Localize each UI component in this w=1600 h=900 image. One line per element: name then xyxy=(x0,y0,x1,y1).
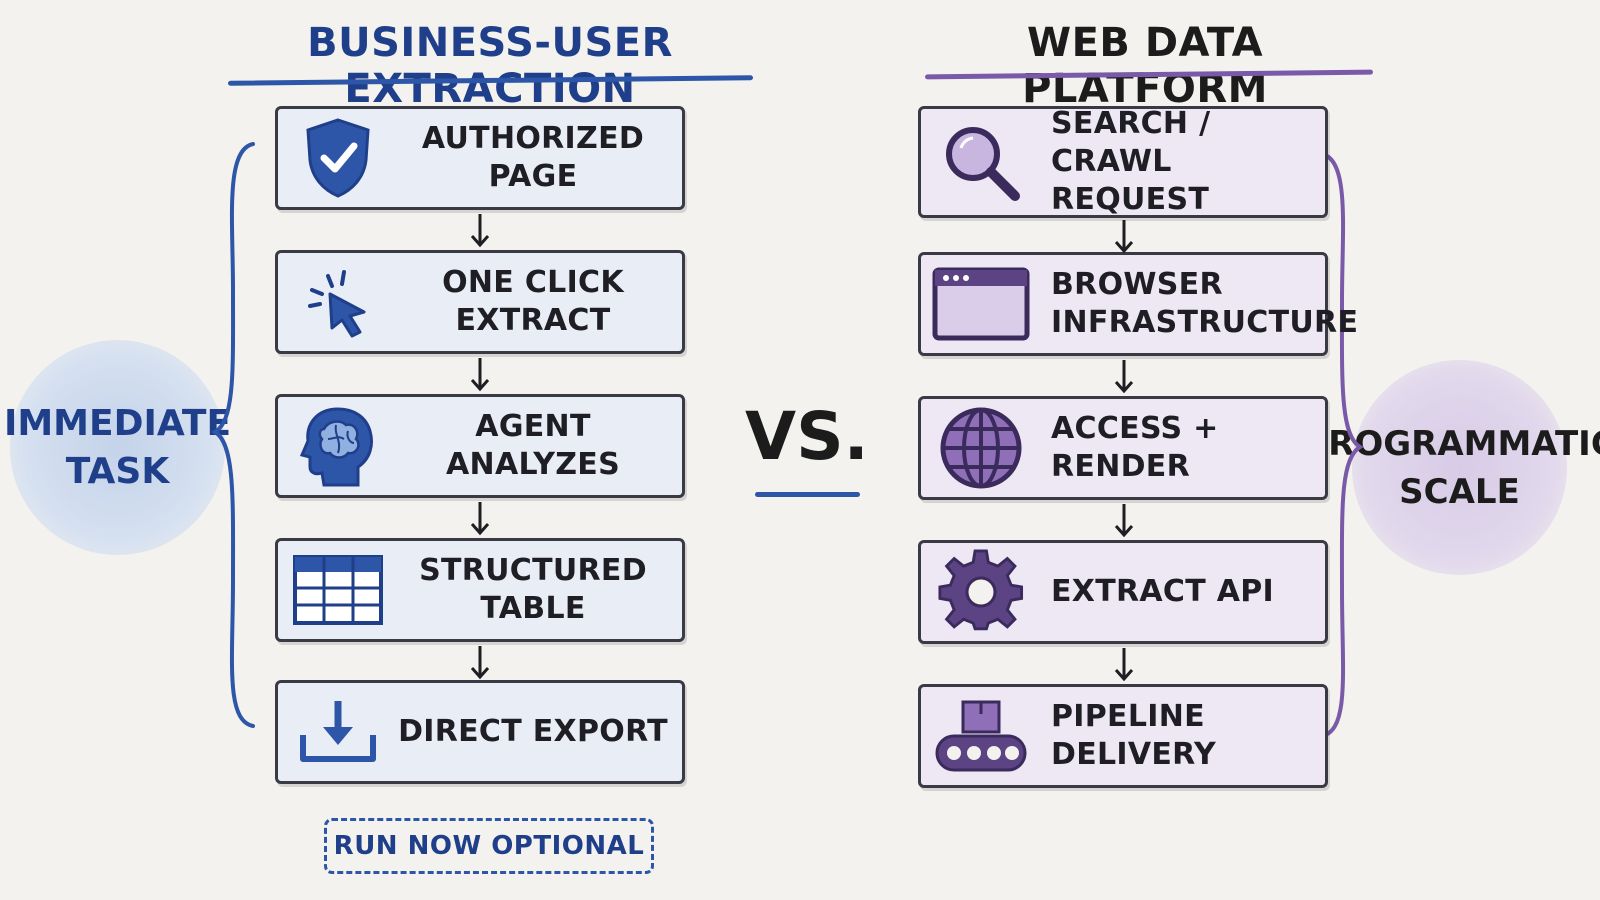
left-title: BUSINESS-USER EXTRACTION xyxy=(307,20,673,112)
flow-arrow xyxy=(1114,220,1134,254)
side-label-line: SCALE xyxy=(1399,471,1520,512)
immediate-task-label: IMMEDIATE TASK xyxy=(4,340,231,555)
flow-arrow xyxy=(1114,648,1134,682)
right-title: WEB DATA PLATFORM xyxy=(1022,20,1268,112)
label-line: ACCESS + xyxy=(1051,411,1219,446)
step-direct-export: DIRECT EXPORT xyxy=(275,680,685,784)
versus-underline xyxy=(755,492,860,497)
conveyor-icon xyxy=(921,687,1041,785)
flow-arrow xyxy=(470,502,490,536)
step-one-click-extract: ONE CLICK EXTRACT xyxy=(275,250,685,354)
label-line: CRAWL REQUEST xyxy=(1051,144,1210,217)
head-brain-icon xyxy=(278,397,398,495)
table-icon xyxy=(278,541,398,639)
right-brace xyxy=(1320,152,1364,738)
left-brace xyxy=(211,142,255,728)
label-line: DELIVERY xyxy=(1051,737,1216,772)
flow-arrow xyxy=(1114,360,1134,394)
step-label: AGENT ANALYZES xyxy=(446,409,620,482)
step-search-crawl: SEARCH /CRAWL REQUEST xyxy=(918,106,1328,218)
side-label-line: IMMEDIATE xyxy=(3,402,232,444)
label-line: PIPELINE xyxy=(1051,699,1205,734)
step-extract-api: EXTRACT API xyxy=(918,540,1328,644)
label-line: INFRASTRUCTURE xyxy=(1051,305,1359,340)
versus-label: VS. xyxy=(745,398,869,475)
step-label: EXTRACT API xyxy=(1041,573,1325,611)
shield-check-icon xyxy=(278,109,398,207)
magnifier-icon xyxy=(921,109,1041,215)
step-label: STRUCTURED TABLE xyxy=(419,553,647,626)
flow-arrow xyxy=(1114,504,1134,538)
label-line: RENDER xyxy=(1051,449,1190,484)
step-structured-table: STRUCTURED TABLE xyxy=(275,538,685,642)
step-label: ONE CLICK EXTRACT xyxy=(442,265,624,338)
step-access-render: ACCESS +RENDER xyxy=(918,396,1328,500)
step-label: SEARCH /CRAWL REQUEST xyxy=(1041,105,1325,219)
run-now-optional-badge: RUN NOW OPTIONAL xyxy=(324,818,654,874)
gear-icon xyxy=(921,543,1041,641)
side-label-line: TASK xyxy=(65,450,170,492)
browser-window-icon xyxy=(921,255,1041,353)
step-label: DIRECT EXPORT xyxy=(398,714,668,749)
flow-arrow xyxy=(470,646,490,680)
cursor-click-icon xyxy=(278,253,398,351)
step-label: AUTHORIZED PAGE xyxy=(421,121,645,194)
label-line: BROWSER xyxy=(1051,267,1223,302)
globe-icon xyxy=(921,399,1041,497)
download-icon xyxy=(278,683,398,781)
step-agent-analyzes: AGENT ANALYZES xyxy=(275,394,685,498)
flow-arrow xyxy=(470,358,490,392)
step-authorized-page: AUTHORIZED PAGE xyxy=(275,106,685,210)
step-label: ACCESS +RENDER xyxy=(1041,410,1325,486)
label-line: EXTRACT API xyxy=(1051,574,1274,609)
flow-arrow xyxy=(470,214,490,248)
label-line: SEARCH / xyxy=(1051,106,1211,141)
